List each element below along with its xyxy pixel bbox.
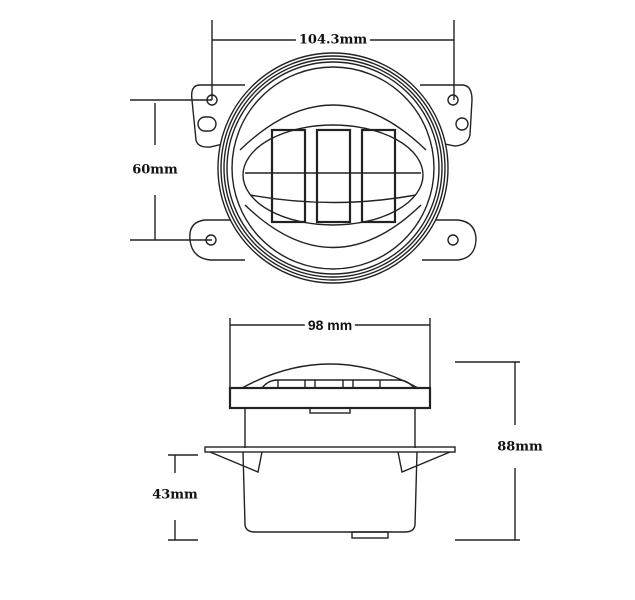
mount-depth-dimension-line: [168, 454, 198, 541]
side-width-label: 98 mm: [304, 317, 356, 333]
front-view: [130, 20, 477, 284]
side-view: [168, 318, 520, 541]
total-depth-label: 88mm: [494, 439, 546, 455]
lamp-bezel: [217, 52, 449, 284]
mount-depth-label: 43mm: [149, 487, 201, 503]
hole-spacing-label: 60mm: [129, 162, 181, 178]
led-lens: [242, 124, 424, 226]
height-dimension-line: [130, 99, 212, 241]
depth-dimension-line: [455, 361, 520, 541]
front-width-label: 104.3mm: [295, 32, 371, 48]
mounting-ears: [189, 84, 477, 261]
lamp-side-profile: [204, 363, 456, 539]
